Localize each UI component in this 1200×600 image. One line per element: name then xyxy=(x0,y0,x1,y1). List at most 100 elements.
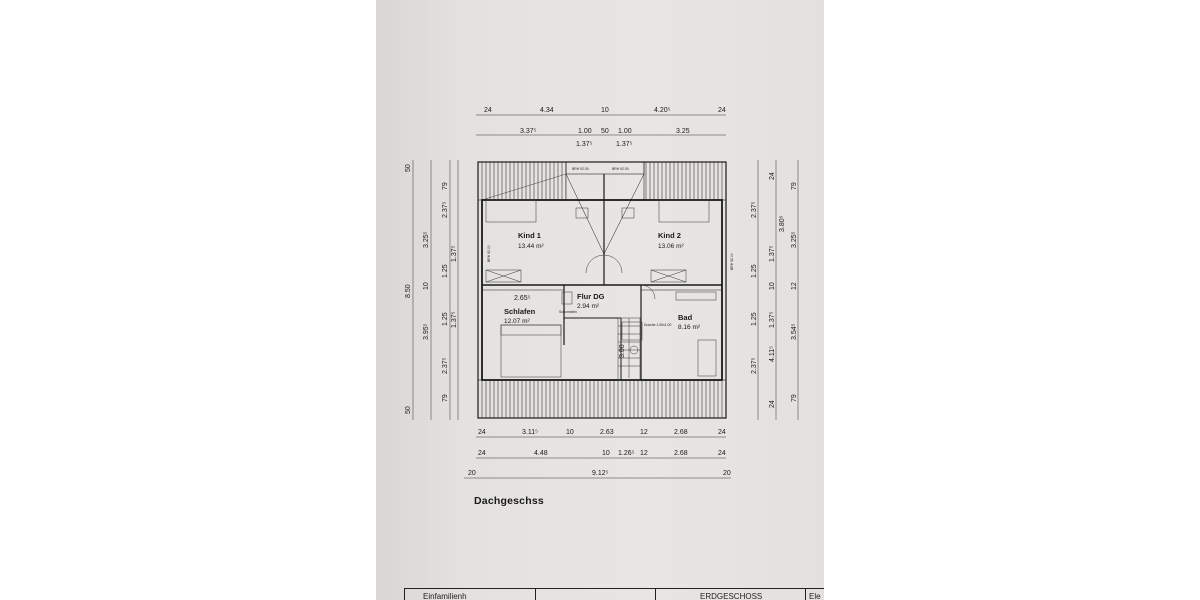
dim-left-outer-bottom: 50 xyxy=(405,406,412,414)
staircase xyxy=(617,317,641,381)
room-area-kind2: 13.06 m² xyxy=(658,243,684,250)
dim-bot2-b: 4.48 xyxy=(534,450,548,457)
room-name-schlafen: Schlafen xyxy=(504,307,536,316)
dim-top2-b: 1.00 xyxy=(578,128,592,135)
wardrobe-kind2-icon xyxy=(650,269,687,283)
title-block-cell-1: Einfamilienh xyxy=(423,592,467,600)
room-area-flur: 2.94 m² xyxy=(577,303,600,310)
dim-right2-b: 1.37⁵ xyxy=(769,245,776,262)
dim-top2-a: 3.37⁵ xyxy=(520,128,537,135)
dim-right4-d: 3.54⁵ xyxy=(791,323,798,340)
schornstein-label: Schornstein xyxy=(559,310,577,314)
dim-right4-a: 79 xyxy=(791,182,798,190)
chair-icon xyxy=(575,207,589,219)
dim-bot2-e: 12 xyxy=(640,450,648,457)
dim-left3-f: 79 xyxy=(442,394,449,402)
title-block-cell-3: ERDGESCHOSS xyxy=(700,592,763,600)
chair-icon xyxy=(621,207,635,219)
brh-left-label: BRH 92.00 xyxy=(572,167,589,171)
dim-left-total: 8.50 xyxy=(405,284,412,298)
dim-top1-b: 4.34 xyxy=(540,107,554,114)
dim-top1-d: 4.20⁵ xyxy=(654,107,671,114)
brh-right-label: BRH 92.00 xyxy=(612,167,629,171)
dim-right2-a: 24 xyxy=(769,172,776,180)
dim-left4-a: 1.37⁵ xyxy=(451,245,458,262)
dim-bot2-d: 1.26⁵ xyxy=(618,450,635,457)
washbasin-icon xyxy=(675,291,717,301)
room-name-flur: Flur DG xyxy=(577,292,605,301)
room-name-kind2: Kind 2 xyxy=(658,231,681,240)
dim-left2-a: 3.25⁵ xyxy=(423,231,430,248)
dim-top1-a: 24 xyxy=(484,107,492,114)
dim-left2-c: 3.95⁵ xyxy=(423,323,430,340)
title-block-cell-4: Ele xyxy=(809,592,821,600)
shower-icon xyxy=(621,321,643,341)
dim-left4-b: 1.37⁵ xyxy=(451,311,458,328)
dim-bot2-f: 2.68 xyxy=(674,450,688,457)
title-block-divider xyxy=(805,589,806,600)
dim-left3-d: 1.25 xyxy=(442,312,449,326)
dim-left3-a: 79 xyxy=(442,182,449,190)
dim-bot3-b: 9.12⁵ xyxy=(592,470,609,477)
bed-kind2-icon xyxy=(658,199,710,223)
sheet-title: Dachgeschss xyxy=(474,495,544,507)
wardrobe-kind1-icon xyxy=(485,269,522,283)
title-block: Einfamilienh ERDGESCHOSS Ele xyxy=(404,588,824,600)
plan-sheet: 24 4.34 10 4.20⁵ 24 3.37⁵ 1.00 50 1.00 3… xyxy=(376,0,824,600)
dim-right1-c: 1.25 xyxy=(751,312,758,326)
dim-bot1-f: 2.68 xyxy=(674,429,688,436)
dim-bot1-c: 10 xyxy=(566,429,574,436)
dim-right4-b: 3.25⁵ xyxy=(791,231,798,248)
dim-top2-sub-b: 1.37⁵ xyxy=(616,141,633,148)
dim-bot1-b: 3.11⁵ xyxy=(522,429,538,436)
dim-top1-c: 10 xyxy=(601,107,609,114)
bathtub-icon xyxy=(697,339,717,377)
dimension-lines xyxy=(412,114,799,479)
dim-top2-d: 1.00 xyxy=(618,128,632,135)
bed-schlafen-icon xyxy=(500,324,562,378)
title-block-divider xyxy=(655,589,656,600)
dim-left2-b: 10 xyxy=(423,282,430,290)
wall-side-right-label: BRH 92.00 xyxy=(730,253,734,270)
dim-bot2-g: 24 xyxy=(718,450,726,457)
dim-bot2-a: 24 xyxy=(478,450,486,457)
floor-plan-drawing: 24 4.34 10 4.20⁵ 24 3.37⁵ 1.00 50 1.00 3… xyxy=(405,107,799,479)
dim-bot1-e: 12 xyxy=(640,429,648,436)
wall-side-left-label: BRH 92.00 xyxy=(487,245,491,262)
dim-right1-d: 2.37⁵ xyxy=(751,357,758,374)
title-block-divider xyxy=(535,589,536,600)
dim-right3-a: 3.80⁵ xyxy=(779,215,786,232)
dim-bot1-d: 2.63 xyxy=(600,429,614,436)
dim-right2-d: 1.37⁵ xyxy=(769,311,776,328)
dim-left-outer-top: 50 xyxy=(405,164,412,172)
room-area-bad: 8.16 m² xyxy=(678,324,701,331)
dim-bot3-a: 20 xyxy=(468,470,476,477)
schlafen-width-dim: 2.65⁵ xyxy=(514,295,531,302)
room-name-bad: Bad xyxy=(678,313,693,322)
dim-top1-e: 24 xyxy=(718,107,726,114)
dim-top2-c: 50 xyxy=(601,128,609,135)
dim-top2-e: 3.25 xyxy=(676,128,690,135)
dim-left3-b: 2.37⁵ xyxy=(442,201,449,218)
dim-bot2-c: 10 xyxy=(602,450,610,457)
dusche-label: Dusche 1.00x1.00 xyxy=(644,323,671,327)
dim-right2-c: 10 xyxy=(769,282,776,290)
walls xyxy=(477,161,727,419)
dim-bot1-g: 24 xyxy=(718,429,726,436)
dim-left3-c: 1.25 xyxy=(442,264,449,278)
chimney-icon xyxy=(561,291,573,305)
room-area-kind1: 13.44 m² xyxy=(518,243,544,250)
bed-kind1-icon xyxy=(485,199,537,223)
dim-top2-sub-a: 1.37⁵ xyxy=(576,141,593,148)
dim-right2-f: 24 xyxy=(769,400,776,408)
dim-right1-a: 2.37⁵ xyxy=(751,201,758,218)
dim-left3-e: 2.37⁵ xyxy=(442,357,449,374)
dim-right4-e: 79 xyxy=(791,394,798,402)
room-area-schlafen: 12.07 m² xyxy=(504,318,530,325)
dim-right1-b: 1.25 xyxy=(751,264,758,278)
dim-right4-c: 12 xyxy=(791,282,798,290)
dim-right2-e: 4.11⁵ xyxy=(769,346,776,362)
furniture xyxy=(485,199,717,381)
dim-bot1-a: 24 xyxy=(478,429,486,436)
room-name-kind1: Kind 1 xyxy=(518,231,541,240)
